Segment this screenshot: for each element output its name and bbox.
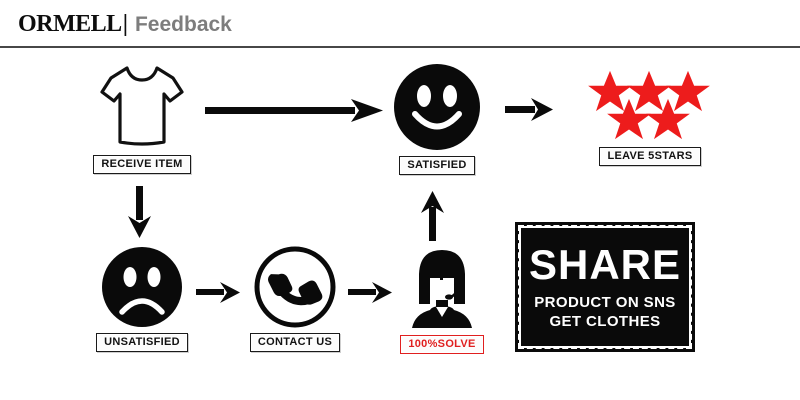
header-divider [0, 46, 800, 48]
arrow-receive-to-unsatisfied [127, 186, 153, 243]
node-leave-5stars: LEAVE 5STARS [570, 62, 730, 166]
share-line-1: PRODUCT ON SNS [534, 294, 676, 311]
share-line-2: GET CLOTHES [549, 313, 661, 330]
share-promo-inner: SHARE PRODUCT ON SNS GET CLOTHES [518, 225, 692, 349]
brand-logo: ORMELL| Feedback [18, 11, 232, 38]
arrow-receive-to-satisfied [205, 98, 383, 129]
node-receive-item: RECEIVE ITEM [78, 60, 206, 174]
telephone-icon [254, 246, 336, 328]
node-unsatisfied: UNSATISFIED [82, 246, 202, 352]
tshirt-icon [97, 60, 187, 152]
sad-face-icon [101, 246, 183, 328]
page-header: ORMELL| Feedback [0, 0, 800, 48]
star-icon [646, 98, 690, 140]
brand-name: ORMELL [18, 11, 122, 37]
label-receive-item: RECEIVE ITEM [93, 155, 191, 174]
node-satisfied: SATISFIED [383, 63, 491, 175]
arrow-contact-to-solve [348, 281, 392, 310]
star-icon [588, 70, 632, 112]
label-satisfied: SATISFIED [399, 156, 475, 175]
logo-divider-bar: | [122, 11, 128, 37]
star-icon [607, 98, 651, 140]
page-title: Feedback [134, 13, 232, 36]
label-100-percent-solve: 100%SOLVE [400, 335, 484, 354]
node-contact-us: CONTACT US [238, 246, 352, 352]
star-icon [627, 70, 671, 112]
star-icon [666, 70, 710, 112]
label-unsatisfied: UNSATISFIED [96, 333, 188, 352]
smiley-face-icon [393, 63, 481, 151]
five-stars-icon [574, 62, 726, 140]
arrow-unsatisfied-to-contact [196, 281, 240, 310]
share-title: SHARE [528, 241, 682, 288]
node-100-percent-solve: 100%SOLVE [392, 248, 492, 354]
label-leave-5stars: LEAVE 5STARS [599, 147, 701, 166]
arrow-satisfied-to-stars [505, 97, 553, 128]
label-contact-us: CONTACT US [249, 333, 341, 352]
support-agent-icon [403, 248, 481, 330]
arrow-solve-to-satisfied [420, 191, 446, 246]
share-promo-box: SHARE PRODUCT ON SNS GET CLOTHES [515, 222, 695, 352]
